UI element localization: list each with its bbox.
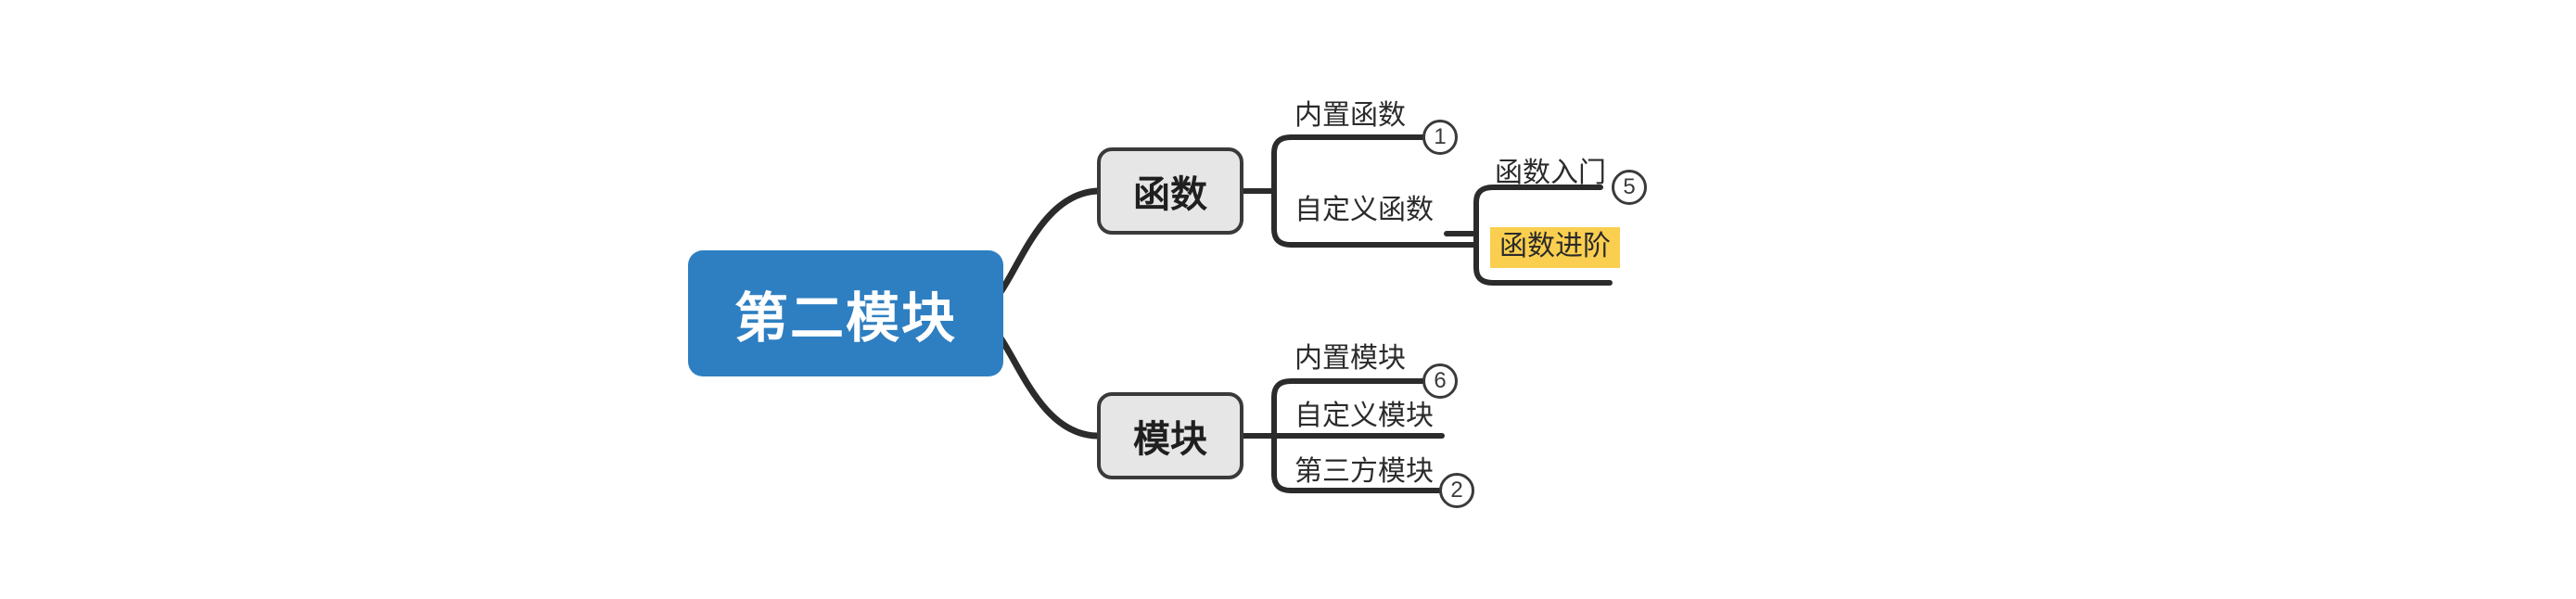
leaf-custom-functions[interactable]: 自定义函数 [1294,195,1434,225]
root-node[interactable]: 第二模块 [688,250,1003,376]
branch-node-modules[interactable]: 模块 [1097,392,1243,479]
branch-node-functions[interactable]: 函数 [1097,147,1243,235]
badge-builtin-modules[interactable]: 6 [1422,363,1458,399]
badge-builtin-functions[interactable]: 1 [1422,120,1458,155]
badge-third-party-modules[interactable]: 2 [1439,473,1474,508]
leaf-custom-modules[interactable]: 自定义模块 [1294,401,1434,431]
leaf-functions-intro[interactable]: 函数入门 [1495,158,1606,188]
leaf-builtin-functions[interactable]: 内置函数 [1294,100,1406,131]
leaf-functions-advanced-highlight: 函数进阶 [1490,227,1620,268]
leaf-builtin-modules[interactable]: 内置模块 [1294,343,1406,374]
badge-functions-intro[interactable]: 5 [1612,170,1647,205]
leaf-third-party-modules[interactable]: 第三方模块 [1294,456,1434,487]
leaf-functions-advanced[interactable]: 函数进阶 [1490,227,1620,268]
